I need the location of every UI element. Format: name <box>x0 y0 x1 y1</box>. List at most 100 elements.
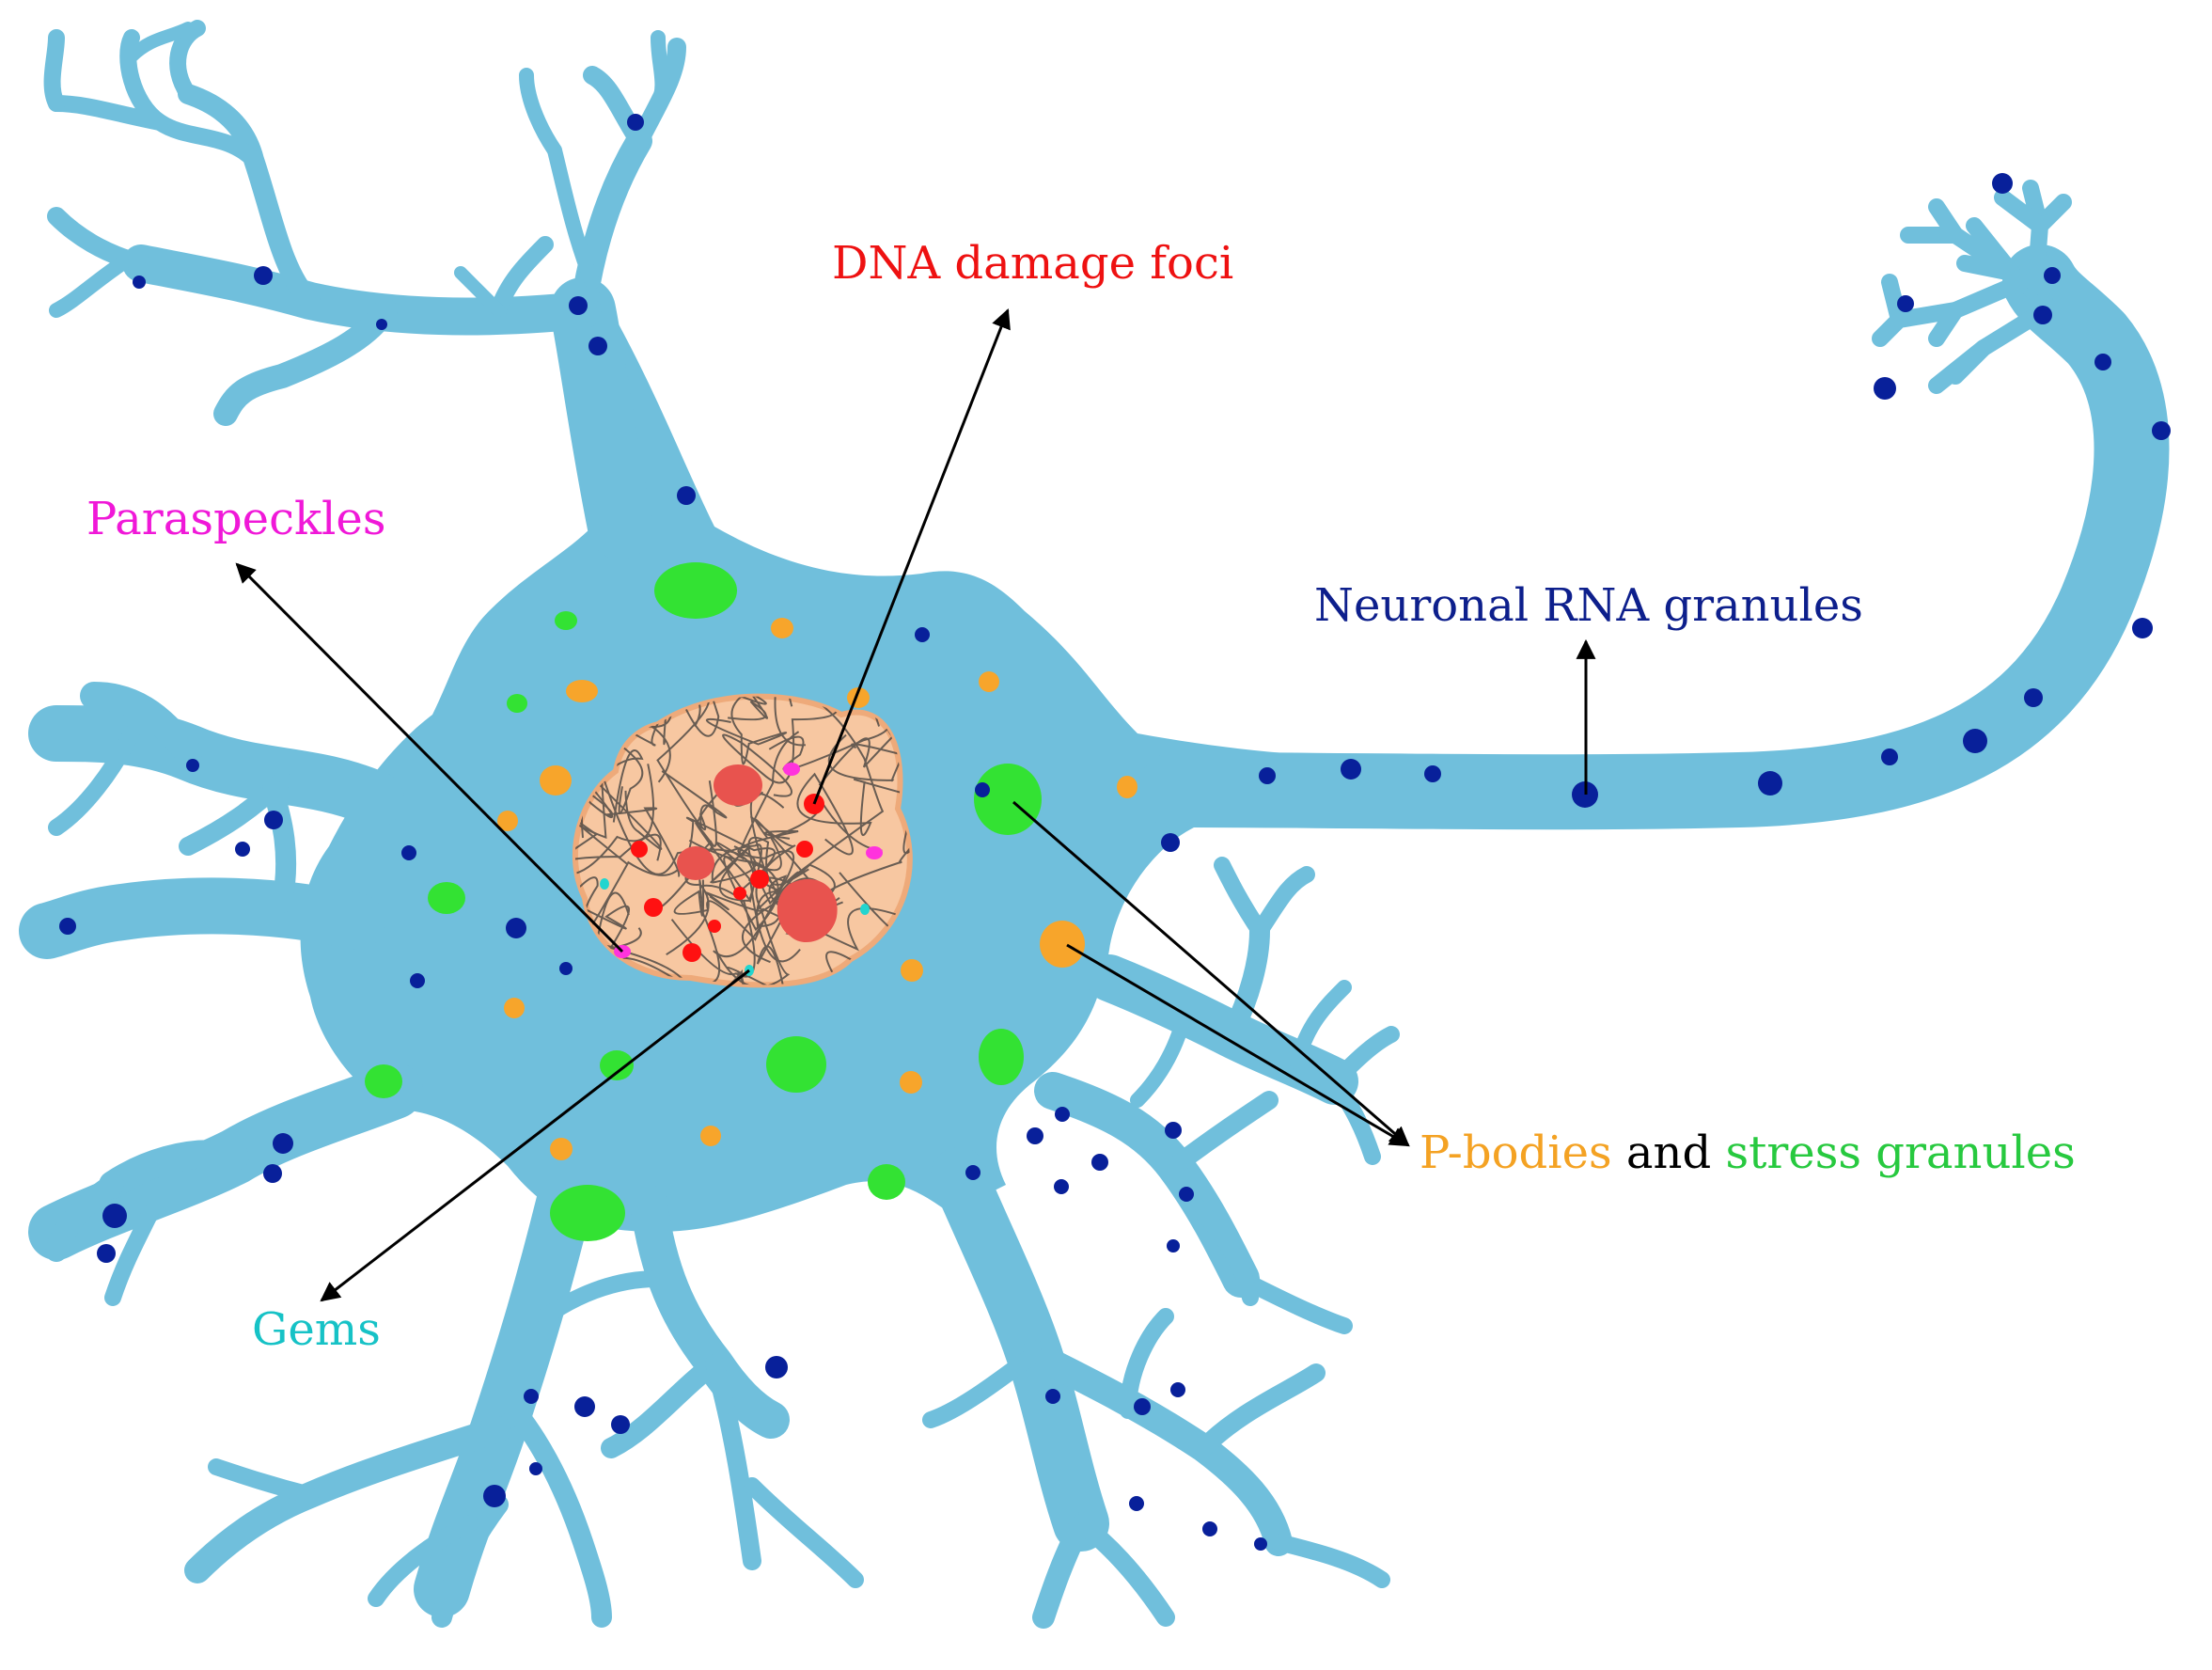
chromatin-strand <box>705 696 788 765</box>
rna-granule <box>1091 1154 1108 1171</box>
rna-granule <box>1134 1398 1151 1415</box>
label-p-bodies: P-bodies <box>1420 1126 1612 1179</box>
rna-granule <box>1992 173 2013 194</box>
rna-granule <box>627 114 644 131</box>
rna-granule <box>133 276 146 289</box>
rna-granule <box>1758 771 1782 796</box>
p-body <box>1117 776 1137 798</box>
label-paraspeckles: Paraspeckles <box>86 493 386 545</box>
rna-granule <box>2033 306 2052 324</box>
chromatin-strand <box>818 703 910 786</box>
rna-granule <box>588 337 607 355</box>
chromatin-strand <box>747 836 836 910</box>
p-body <box>497 811 518 831</box>
p-body <box>540 765 572 796</box>
rna-granule <box>1881 748 1898 765</box>
rna-granule <box>59 918 76 935</box>
chromatin-strand <box>722 706 839 797</box>
chromatin-strand <box>586 816 776 932</box>
chromatin-strand <box>715 815 796 985</box>
label-dna-damage-foci: DNA damage foci <box>832 237 1234 290</box>
rna-granule <box>1167 1239 1180 1252</box>
chromatin-strand <box>590 891 724 985</box>
rna-granule <box>559 962 573 975</box>
rna-granule <box>1254 1537 1267 1551</box>
rna-granule <box>1897 295 1914 312</box>
nucleoli <box>677 764 838 943</box>
rna-granule <box>1054 1179 1069 1194</box>
arrow-gems <box>320 969 750 1302</box>
label-stress-granules: stress granules <box>1725 1126 2076 1179</box>
arrows <box>235 308 1596 1302</box>
p-body <box>771 618 793 638</box>
chromatin-strand <box>711 843 762 902</box>
stress-granule <box>555 611 577 630</box>
p-bodies <box>497 618 1137 1160</box>
arrow-p-bodies <box>1066 943 1410 1147</box>
stress-granule <box>654 562 737 619</box>
rna-granule <box>506 918 526 938</box>
rna-granule <box>1165 1122 1182 1139</box>
rna-granule <box>1161 833 1180 852</box>
rna-granule <box>1179 1187 1194 1202</box>
label-gems: Gems <box>252 1303 381 1356</box>
axon-terminal <box>1872 180 2072 394</box>
rna-granule <box>1027 1127 1043 1144</box>
rna-granule <box>1129 1496 1144 1511</box>
label-neuronal-rna-granules: Neuronal RNA granules <box>1314 579 1863 632</box>
rna-granule <box>524 1389 539 1404</box>
rna-granule <box>263 1164 282 1183</box>
rna-granule <box>264 811 283 829</box>
rna-granule <box>677 486 696 505</box>
stress-granule <box>974 764 1042 835</box>
stress-granule <box>600 1050 634 1080</box>
rna-granule <box>1963 729 1987 753</box>
chromatin-strand <box>825 944 910 985</box>
rna-granule <box>1045 1389 1060 1404</box>
stress-granules <box>365 562 1042 1241</box>
rna-granule <box>1424 765 1441 782</box>
chromatin-strand <box>574 755 607 839</box>
chromatin-strand <box>851 696 910 760</box>
p-body <box>700 1126 721 1146</box>
rna-granule <box>235 842 250 857</box>
p-body <box>566 680 598 702</box>
stress-granule <box>550 1185 625 1241</box>
stress-granule <box>428 882 465 914</box>
p-body <box>1040 921 1085 968</box>
rna-granule <box>2152 421 2171 440</box>
p-body <box>979 671 999 692</box>
p-body <box>900 1071 922 1094</box>
chromatin-strand <box>656 696 720 831</box>
chromatin-strand <box>682 696 768 721</box>
rna-granule <box>765 1356 788 1379</box>
chromatin-strand <box>768 696 892 771</box>
rna-granule <box>254 266 273 285</box>
rna-granule <box>569 296 588 315</box>
p-body <box>504 998 525 1018</box>
rna-granule <box>1202 1521 1217 1536</box>
rna-granule <box>273 1133 293 1154</box>
arrow-paraspeckles <box>235 562 624 953</box>
arrow-stress-granules <box>1012 800 1410 1147</box>
stress-granule <box>766 1036 826 1093</box>
stress-granule <box>365 1064 402 1098</box>
rna-granule <box>975 782 990 797</box>
arrow-dna-damage-foci <box>812 308 1011 805</box>
chromatin-strand <box>596 749 663 850</box>
chromatin-strand <box>684 780 721 985</box>
axon <box>1137 244 2170 830</box>
chromatin-strand <box>584 696 701 747</box>
rna-granule <box>2024 688 2043 707</box>
rna-granule <box>2132 618 2153 638</box>
p-body <box>550 1138 573 1160</box>
chromatin-strand <box>574 696 671 783</box>
rna-granule <box>1341 759 1361 780</box>
rna-granule <box>186 759 199 772</box>
stress-granule <box>507 694 527 713</box>
rna-granule <box>965 1165 980 1180</box>
rna-granule <box>1170 1382 1185 1397</box>
rna-granule <box>2044 267 2061 284</box>
chromatin-strand <box>574 721 681 877</box>
rna-granule <box>1055 1107 1070 1122</box>
